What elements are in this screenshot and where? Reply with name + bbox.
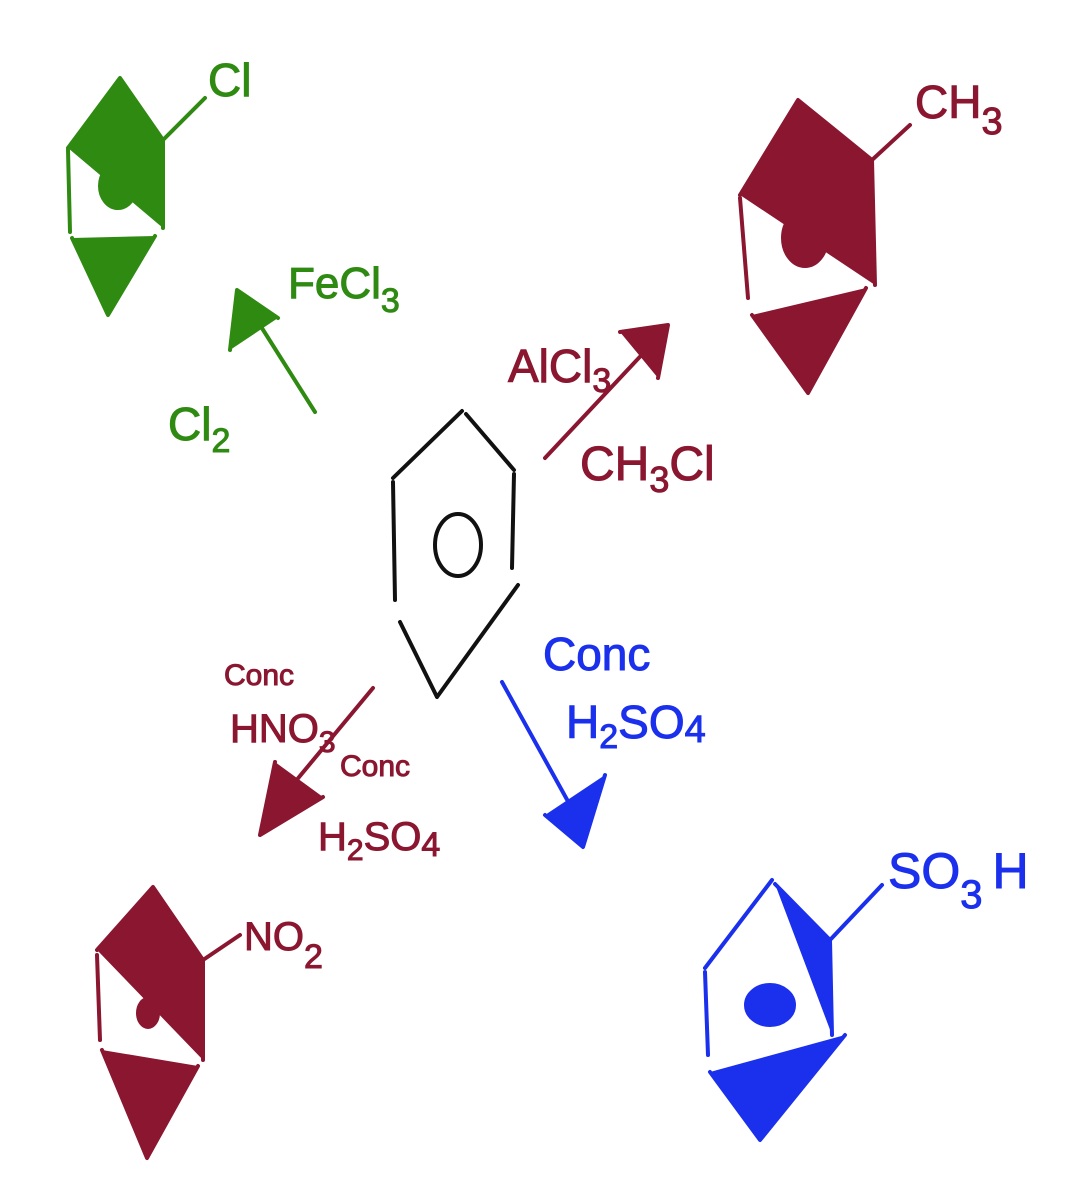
nitrobenzene-product [95, 885, 242, 1160]
chlorination-catalyst-label: FeCl3 [288, 259, 400, 320]
toluene-product [738, 98, 912, 395]
chlorination-arrow [228, 288, 317, 414]
nitration-reagent-1-label: HNO3 [230, 707, 336, 759]
substituent-bond [161, 96, 207, 142]
aromatic-circle [433, 512, 483, 578]
alkylation-catalyst-label: AlCl3 [508, 340, 611, 400]
chlorobenzene-product [66, 76, 207, 317]
nitration-reagent-2-label: H2SO4 [318, 815, 440, 867]
nitration-conc-label-1: Conc [224, 659, 294, 692]
sulfonation-conc-label: Conc [543, 628, 650, 680]
chloro-substituent-label: Cl [208, 54, 251, 106]
methyl-substituent-label: CH3 [915, 76, 1003, 143]
alkylation-arrow [543, 323, 670, 460]
substituent-bond [870, 123, 912, 162]
benzene-ring [391, 409, 520, 699]
sulfonation-reagent-label: H2SO4 [566, 696, 706, 756]
nitro-substituent-label: NO2 [244, 915, 323, 976]
chlorination-reagent-label: Cl2 [168, 398, 230, 460]
substituent-bond [828, 883, 884, 942]
benzenesulfonic-acid-product [703, 878, 884, 1142]
alkylation-reagent-label: CH3Cl [580, 438, 715, 500]
nitration-arrow [258, 686, 375, 837]
nitration-conc-label-2: Conc [340, 750, 410, 783]
substituent-bond [201, 933, 242, 962]
sulfonation-arrow [500, 680, 607, 849]
